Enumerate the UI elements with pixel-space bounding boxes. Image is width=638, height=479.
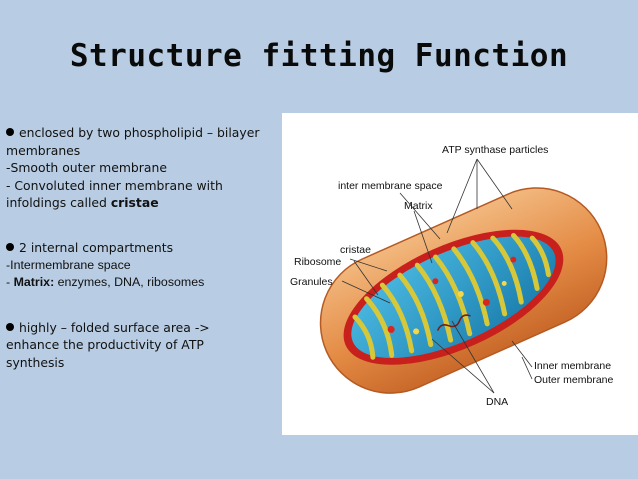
bullet-text: enzymes, DNA, ribosomes	[54, 275, 205, 290]
label-outer-membrane: Outer membrane	[534, 374, 614, 386]
bullet-dot-icon	[6, 322, 14, 331]
ribosomes	[413, 280, 507, 335]
label-atp-synthase: ATP synthase particles	[442, 144, 548, 156]
bullet-text: enhance the productivity of ATP	[6, 337, 204, 353]
cristae-term: cristae	[110, 195, 159, 211]
label-intermembrane-space: inter membrane space	[338, 180, 443, 192]
pointer-lines	[341, 158, 533, 394]
bullet-text: enclosed by two phospholipid – bilayer	[19, 125, 260, 140]
label-dna: DNA	[486, 396, 508, 408]
bullet-text: 2 internal compartments	[19, 239, 174, 255]
mitochondrion-illustration: ATP synthase particles inter membrane sp…	[290, 144, 614, 408]
label-ribosome: Ribosome	[294, 256, 341, 268]
bullet-dot-icon	[6, 128, 14, 136]
slide-title: Structure fitting Function	[69, 38, 569, 74]
mitochondrion-figure: ATP synthase particles inter membrane sp…	[282, 113, 638, 435]
granules	[387, 256, 517, 333]
matrix-term: Matrix:	[13, 275, 55, 290]
bullet-text: highly – folded surface area ->	[19, 319, 210, 335]
cristae-folds	[352, 232, 551, 360]
label-matrix: Matrix	[404, 200, 433, 212]
label-inner-membrane: Inner membrane	[534, 360, 611, 372]
label-granules: Granules	[290, 276, 333, 288]
bullet-text: -Intermembrane space	[6, 257, 131, 272]
bullet-compartments: 2 internal compartments -Intermembrane s…	[6, 239, 278, 292]
bullet-text: -Smooth outer membrane	[6, 160, 167, 176]
bullet-dot-icon	[6, 242, 14, 251]
bullet-list: enclosed by two phospholipid – bilayer m…	[6, 124, 278, 372]
bullet-text: infoldings called	[6, 195, 111, 211]
bullet-text: -	[6, 275, 14, 290]
bullet-text: - Convoluted inner membrane with	[6, 177, 223, 193]
bullet-text: membranes	[6, 142, 81, 158]
bullet-membranes: enclosed by two phospholipid – bilayer m…	[6, 124, 278, 212]
bullet-text: synthesis	[6, 354, 65, 370]
matrix-shape	[351, 236, 556, 359]
bullet-surface-area: highly – folded surface area -> enhance …	[6, 319, 278, 372]
label-cristae: cristae	[340, 244, 371, 256]
